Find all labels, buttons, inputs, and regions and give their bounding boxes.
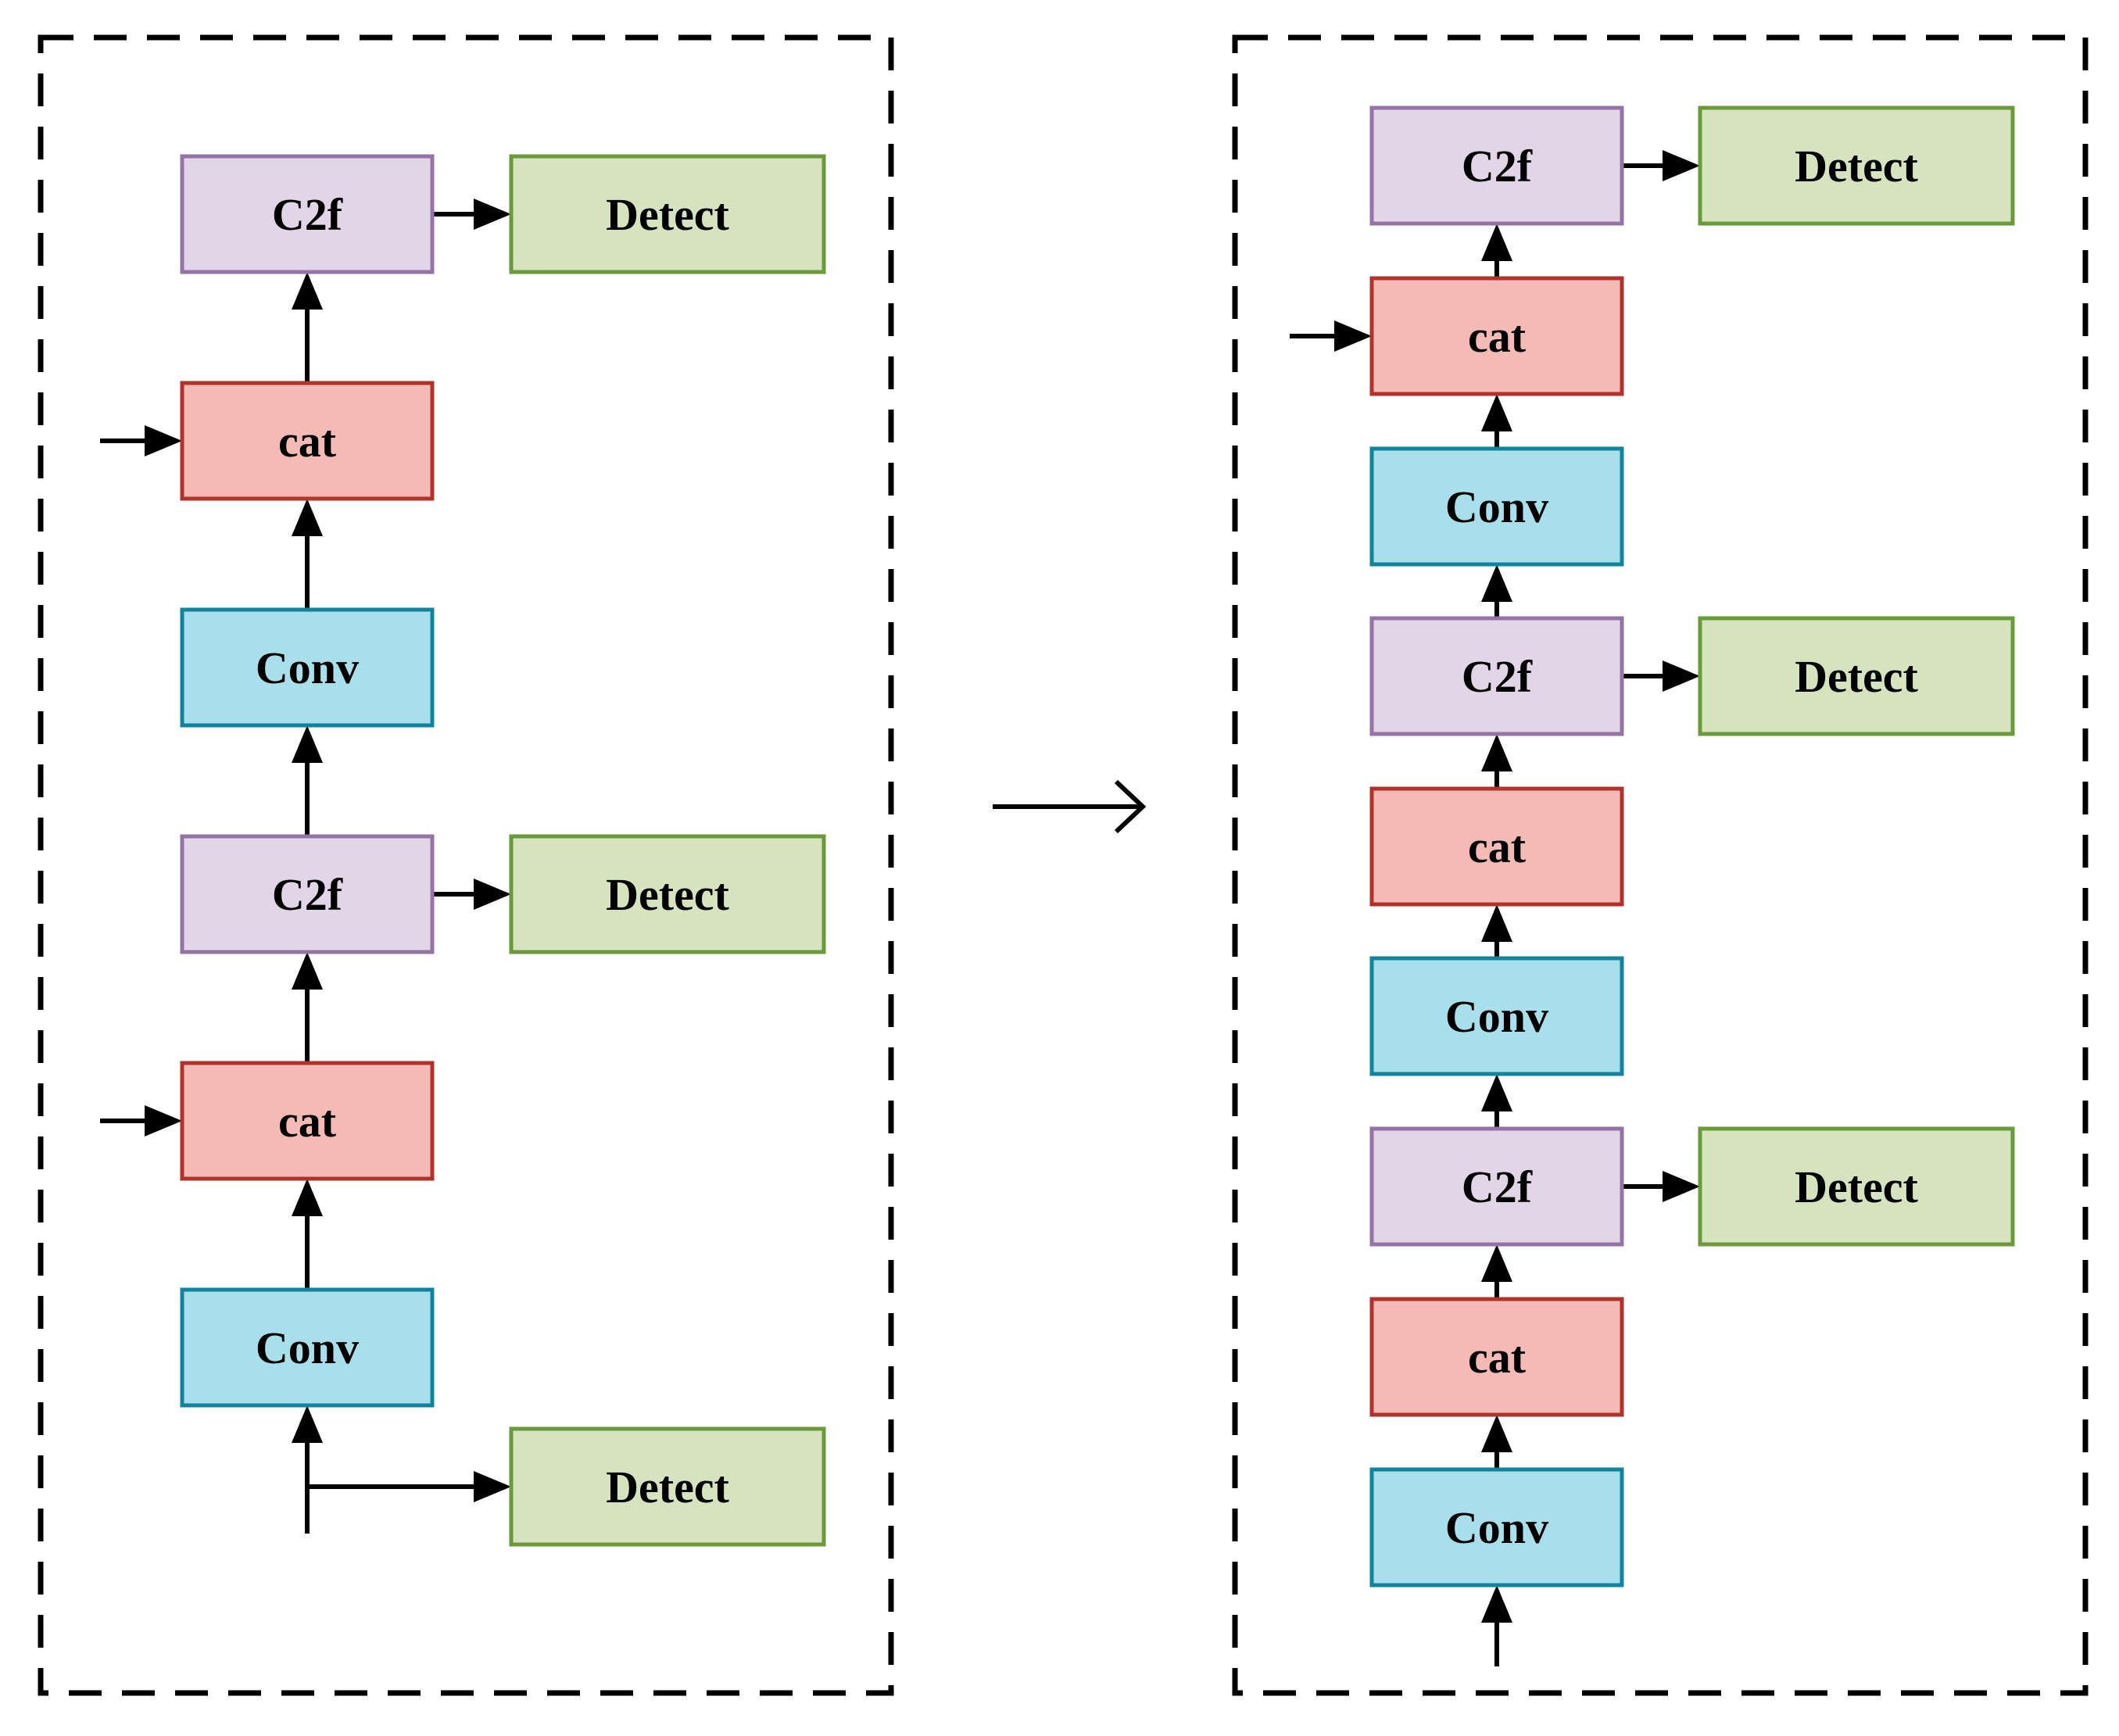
cat-label: cat bbox=[278, 1096, 337, 1147]
detect-box bbox=[509, 154, 826, 274]
detect-label: Detect bbox=[1795, 651, 1918, 702]
c2f-label: C2f bbox=[272, 869, 343, 920]
detect-block: Detect bbox=[509, 154, 826, 274]
left-dashed-region bbox=[38, 34, 894, 1696]
conv-block: Conv bbox=[180, 607, 435, 728]
c2f-block: C2f bbox=[1369, 616, 1624, 736]
up-arrow bbox=[1481, 1415, 1512, 1469]
right-dashed-region bbox=[1232, 34, 2089, 1696]
output-arrow bbox=[1622, 660, 1700, 692]
conv-block: Conv bbox=[1369, 956, 1624, 1076]
cat-block: cat bbox=[1369, 276, 1624, 396]
c2f-block: C2f bbox=[1369, 1126, 1624, 1247]
detect-block: Detect bbox=[1698, 106, 2015, 226]
c2f-box bbox=[1369, 106, 1624, 226]
cat-block: cat bbox=[1369, 786, 1624, 907]
detect-block: Detect bbox=[1698, 616, 2015, 736]
transition-arrow bbox=[993, 779, 1147, 834]
up-arrow bbox=[1481, 224, 1512, 278]
up-arrow bbox=[292, 272, 323, 383]
cat-box bbox=[1369, 276, 1624, 396]
branch-arrow bbox=[307, 1471, 511, 1502]
detect-box bbox=[1698, 106, 2015, 226]
conv-box bbox=[180, 607, 435, 728]
up-arrow bbox=[1481, 1244, 1512, 1299]
c2f-box bbox=[1369, 616, 1624, 736]
cat-block: cat bbox=[1369, 1297, 1624, 1417]
detect-label: Detect bbox=[606, 189, 729, 240]
output-arrow bbox=[1622, 150, 1700, 181]
cat-label: cat bbox=[278, 416, 337, 467]
conv-label: Conv bbox=[256, 642, 359, 693]
conv-box bbox=[1369, 446, 1624, 567]
conv-box bbox=[1369, 1467, 1624, 1587]
detect-box bbox=[509, 1426, 826, 1547]
cat-box bbox=[1369, 1297, 1624, 1417]
detect-label: Detect bbox=[1795, 1162, 1918, 1212]
conv-label: Conv bbox=[1445, 1502, 1548, 1553]
output-arrow bbox=[432, 199, 511, 230]
up-arrow bbox=[1481, 904, 1512, 958]
cat-box bbox=[180, 381, 435, 501]
up-arrow bbox=[292, 1179, 323, 1290]
c2f-label: C2f bbox=[272, 189, 343, 240]
detect-label: Detect bbox=[1795, 141, 1918, 191]
c2f-label: C2f bbox=[1462, 1162, 1533, 1212]
conv-block: Conv bbox=[180, 1287, 435, 1408]
c2f-block: C2f bbox=[180, 834, 435, 954]
cat-label: cat bbox=[1468, 821, 1527, 872]
up-arrow bbox=[1481, 564, 1512, 618]
side-input-arrow bbox=[100, 1105, 182, 1136]
detect-block: Detect bbox=[1698, 1126, 2015, 1247]
conv-label: Conv bbox=[256, 1323, 359, 1373]
cat-box bbox=[1369, 786, 1624, 907]
up-arrow bbox=[292, 499, 323, 610]
input-up-arrow bbox=[1481, 1585, 1512, 1666]
detect-block: Detect bbox=[509, 1426, 826, 1547]
detect-box bbox=[1698, 1126, 2015, 1247]
conv-box bbox=[1369, 956, 1624, 1076]
detect-label: Detect bbox=[606, 1462, 729, 1512]
input-up-arrow bbox=[292, 1405, 323, 1534]
up-arrow bbox=[292, 725, 323, 836]
up-arrow bbox=[292, 952, 323, 1063]
c2f-block: C2f bbox=[1369, 106, 1624, 226]
cat-box bbox=[180, 1061, 435, 1181]
output-arrow bbox=[432, 879, 511, 910]
c2f-label: C2f bbox=[1462, 651, 1533, 702]
conv-box bbox=[180, 1287, 435, 1408]
c2f-box bbox=[1369, 1126, 1624, 1247]
detect-block: Detect bbox=[509, 834, 826, 954]
conv-label: Conv bbox=[1445, 481, 1548, 532]
detect-box bbox=[1698, 616, 2015, 736]
up-arrow bbox=[1481, 734, 1512, 789]
conv-label: Conv bbox=[1445, 991, 1548, 1042]
cat-label: cat bbox=[1468, 311, 1527, 362]
c2f-block: C2f bbox=[180, 154, 435, 274]
c2f-box bbox=[180, 834, 435, 954]
conv-block: Conv bbox=[1369, 446, 1624, 567]
c2f-label: C2f bbox=[1462, 141, 1533, 191]
up-arrow bbox=[1481, 1074, 1512, 1129]
c2f-box bbox=[180, 154, 435, 274]
output-arrow bbox=[1622, 1171, 1700, 1202]
detect-box bbox=[509, 834, 826, 954]
side-input-arrow bbox=[100, 425, 182, 456]
cat-block: cat bbox=[180, 1061, 435, 1181]
up-arrow bbox=[1481, 394, 1512, 449]
cat-label: cat bbox=[1468, 1332, 1527, 1383]
detect-label: Detect bbox=[606, 869, 729, 920]
side-input-arrow bbox=[1290, 320, 1372, 352]
cat-block: cat bbox=[180, 381, 435, 501]
conv-block: Conv bbox=[1369, 1467, 1624, 1587]
